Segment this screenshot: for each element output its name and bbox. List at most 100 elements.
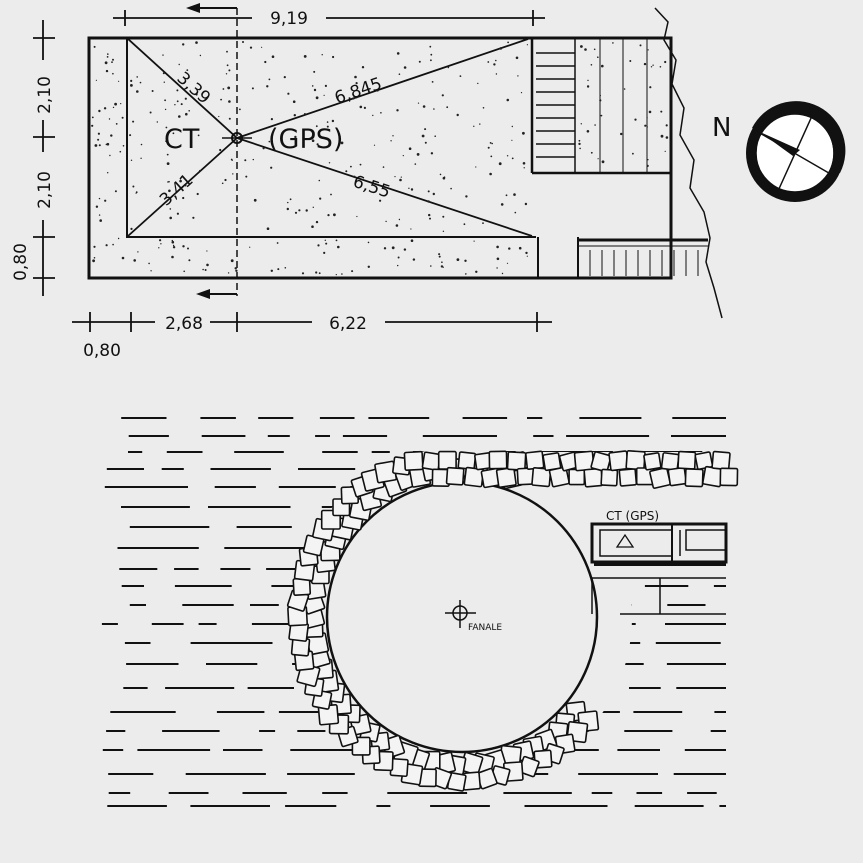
stipple-dot [187, 247, 189, 250]
stipple-dot [121, 116, 124, 119]
stipple-dot [98, 109, 101, 113]
stipple-dot [292, 100, 296, 103]
stipple-dot [430, 265, 432, 267]
stipple-dot [612, 42, 614, 44]
stipple-dot [402, 155, 404, 157]
stipple-dot [176, 212, 179, 215]
stipple-dot [473, 125, 475, 128]
stipple-dot [93, 45, 96, 48]
stipple-dot [97, 138, 100, 141]
stipple-dot [108, 118, 111, 120]
stipple-dot [522, 162, 526, 165]
stipple-dot [321, 54, 323, 56]
stipple-dot [652, 64, 654, 66]
stipple-dot [511, 125, 513, 128]
stipple-dot [230, 259, 234, 263]
stipple-dot [351, 270, 354, 273]
stipple-dot [438, 253, 441, 256]
station-house [590, 522, 728, 615]
stipple-dot [439, 173, 442, 176]
stipple-dot [228, 100, 231, 103]
stipple-dot [105, 244, 108, 247]
stipple-dot [526, 255, 528, 257]
stipple-dot [169, 216, 172, 220]
stipple-dot [664, 150, 666, 152]
stipple-dot [620, 132, 623, 136]
stipple-dot [586, 130, 590, 133]
stipple-dot [412, 258, 416, 261]
stipple-dot [135, 192, 137, 194]
stipple-dot [171, 240, 175, 244]
stone-block [643, 452, 662, 471]
stipple-dot [496, 245, 499, 249]
stone-block [677, 450, 697, 470]
stipple-dot [313, 88, 317, 92]
stipple-dot [168, 189, 171, 193]
stipple-dot [578, 142, 581, 146]
stipple-dot [511, 157, 514, 160]
coastline [654, 7, 723, 319]
stipple-dot [597, 56, 599, 58]
stone-block [618, 468, 638, 487]
stipple-dot [242, 41, 244, 43]
stipple-dot [245, 175, 248, 178]
stipple-dot [647, 49, 649, 51]
stipple-dot [192, 216, 195, 219]
stipple-dot [356, 97, 358, 99]
stipple-dot [442, 176, 446, 180]
stipple-dot [648, 110, 652, 114]
stone-block [488, 450, 508, 470]
stone-block [719, 467, 739, 487]
stipple-dot [312, 206, 314, 208]
stipple-dot [182, 245, 185, 248]
stipple-dot [513, 193, 516, 196]
stipple-dot [514, 211, 517, 214]
stipple-dot [477, 82, 479, 85]
stipple-dot [331, 119, 335, 123]
stipple-dot [410, 188, 414, 191]
stipple-dot [599, 94, 601, 97]
stipple-dot [231, 159, 233, 161]
stipple-dot [107, 53, 109, 55]
light-label: FANALE [468, 623, 502, 633]
stipple-dot [473, 240, 475, 242]
stipple-dot [105, 143, 108, 146]
stipple-dot [578, 139, 581, 142]
stipple-dot [341, 273, 343, 275]
stipple-dot [501, 272, 504, 275]
stipple-dot [432, 192, 435, 196]
light-marker [445, 600, 476, 628]
stipple-dot [427, 200, 430, 203]
stipple-dot [395, 224, 399, 227]
stipple-dot [266, 227, 270, 230]
stipple-dot [372, 114, 374, 117]
stipple-dot [294, 211, 298, 214]
stipple-dot [447, 66, 450, 69]
stipple-dot [323, 94, 325, 96]
stipple-dot [92, 259, 95, 263]
stipple-dot [394, 176, 396, 178]
stipple-dot [112, 58, 114, 61]
stipple-dot [623, 88, 626, 90]
stipple-dot [182, 43, 185, 46]
stipple-dot [580, 123, 582, 125]
stipple-dot [397, 264, 399, 267]
stipple-dot [228, 117, 231, 120]
stipple-dot [584, 48, 587, 51]
stone-block [660, 452, 680, 471]
stipple-dot [220, 98, 223, 101]
stipple-dot [136, 76, 138, 78]
stipple-dot [137, 251, 139, 253]
stipple-dot [315, 220, 319, 224]
stipple-dot [301, 272, 305, 275]
stipple-dot [97, 132, 100, 135]
stipple-dot [129, 134, 132, 137]
stipple-dot [165, 126, 168, 129]
stipple-dot [206, 263, 209, 267]
stipple-dot [186, 69, 189, 71]
stipple-dot [179, 179, 182, 183]
stipple-dot [459, 75, 462, 77]
stipple-dot [195, 93, 198, 96]
stipple-dot [178, 63, 180, 66]
stipple-dot [434, 135, 437, 137]
